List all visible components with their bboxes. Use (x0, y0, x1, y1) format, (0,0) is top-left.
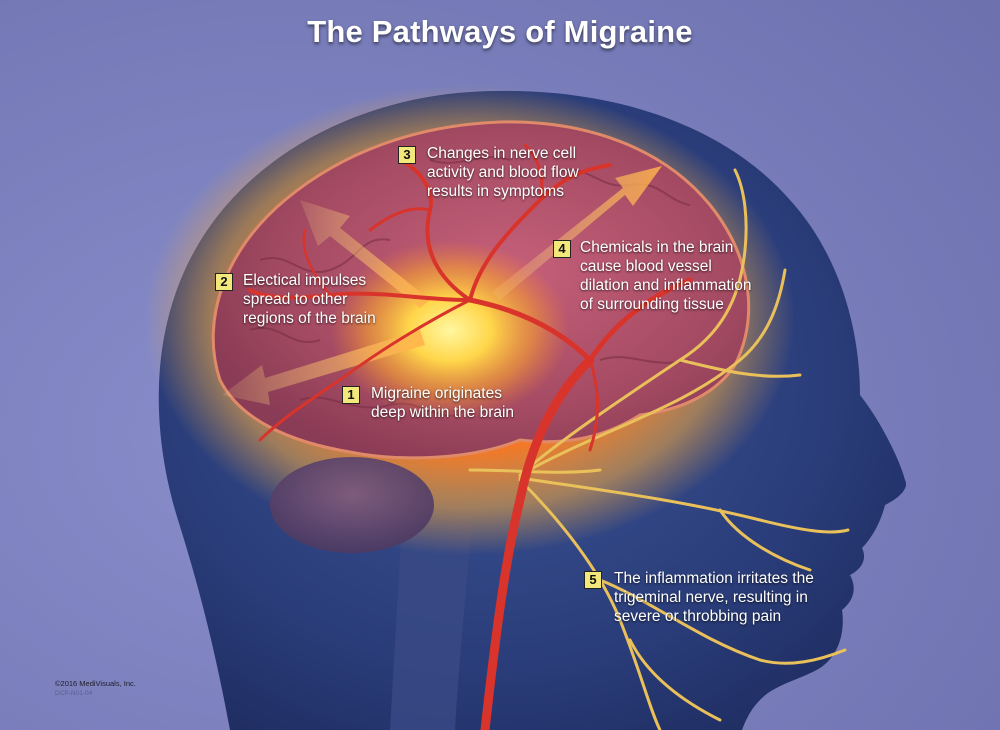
callout-4-text: Chemicals in the brain cause blood vesse… (580, 238, 751, 314)
callout-5-line-1: The inflammation irritates the (614, 570, 814, 587)
callout-2-line-1: Electical impulses (243, 272, 367, 289)
callout-3-line-1: Changes in nerve cell (427, 145, 577, 162)
cerebellum (270, 457, 434, 553)
callout-2-text: Electical impulses spread to other regio… (243, 271, 376, 328)
callout-4-line-3: dilation and inflammation (580, 277, 752, 294)
callout-2-badge: 2 (215, 273, 233, 291)
page-title: The Pathways of Migraine (307, 14, 693, 49)
callout-4-line-4: of surrounding tissue (580, 296, 724, 313)
callout-1-line-2: deep within the brain (371, 404, 515, 421)
image-code: DCP-N01-04 (55, 690, 93, 697)
callout-2-line-3: regions of the brain (243, 310, 376, 327)
spread-arrows (222, 166, 662, 405)
callout-3-line-3: results in symptoms (427, 183, 564, 200)
callout-5-line-2: trigeminal nerve, resulting in (614, 589, 808, 606)
callout-5-text: The inflammation irritates the trigemina… (614, 569, 814, 626)
callout-2-line-2: spread to other (243, 291, 348, 308)
trigeminal-nerves (468, 168, 850, 730)
callout-3-badge: 3 (398, 146, 416, 164)
arrow-lower-left (222, 330, 425, 405)
callout-1-badge: 1 (342, 386, 360, 404)
blood-vessels (248, 143, 693, 730)
callout-5-badge: 5 (584, 571, 602, 589)
callout-3-text: Changes in nerve cell activity and blood… (427, 144, 579, 201)
callout-1-line-1: Migraine originates (371, 385, 502, 402)
callout-1-text: Migraine originates deep within the brai… (371, 384, 514, 422)
arrow-upper-right (492, 166, 662, 300)
callout-4-line-1: Chemicals in the brain (580, 239, 734, 256)
copyright-notice: ©2016 MediVisuals, Inc. (55, 679, 136, 688)
callout-4-line-2: cause blood vessel (580, 258, 712, 275)
callout-3-line-2: activity and blood flow (427, 164, 579, 181)
arrow-upper-left (300, 200, 430, 308)
callout-4-badge: 4 (553, 240, 571, 258)
callout-5-line-3: severe or throbbing pain (614, 608, 782, 625)
